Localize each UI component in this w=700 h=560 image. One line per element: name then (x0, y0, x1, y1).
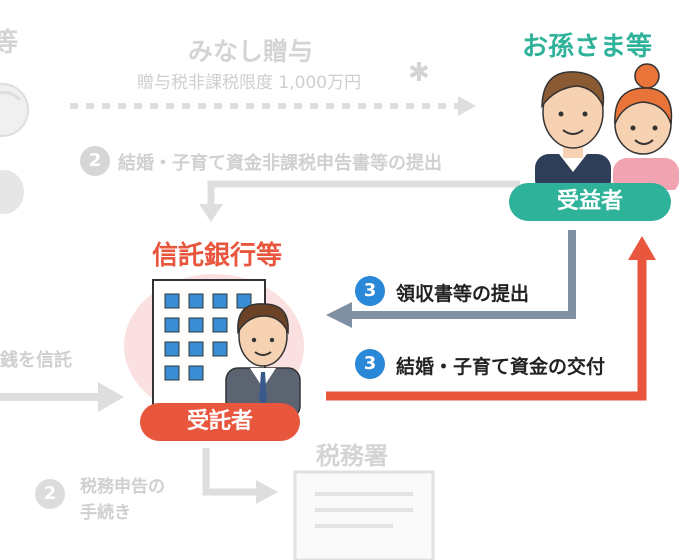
faded-trust-money-label: 銭を信託 (0, 350, 72, 371)
receipt-step-badge: 3 (355, 276, 385, 306)
beneficiary-title: お孫さま等 (522, 32, 653, 62)
trustee-pill: 受託者 (140, 403, 300, 441)
beneficiary-pill: 受益者 (509, 183, 671, 221)
trust-bank-illustration (124, 274, 304, 419)
receipt-arrow (326, 230, 576, 328)
faded-step2b-line1: 税務申告の (80, 477, 165, 497)
trustee-title: 信託銀行等 (152, 241, 283, 271)
payment-step-badge: 3 (355, 349, 385, 379)
faded-step2-badge: 2 (80, 146, 110, 176)
faded-step2-label: 結婚・子育て資金非課税申告書等の提出 (118, 153, 442, 174)
faded-elbow-arrow (199, 180, 520, 222)
receipt-step-label: 領収書等の提出 (396, 283, 530, 305)
minashi-title: みなし贈与 (188, 37, 314, 66)
faded-trust-arrow (0, 382, 124, 412)
faded-dashed-arrow (70, 96, 476, 116)
faded-step2b-badge: 2 (35, 479, 65, 509)
grandchildren-illustration (535, 63, 679, 190)
faded-tax-office-icon (293, 470, 435, 560)
payment-step-label: 結婚・子育て資金の交付 (396, 356, 606, 378)
payment-arrow (326, 236, 656, 401)
faded-tax-office-title: 税務署 (316, 442, 388, 470)
faded-taxoffice-arrow (202, 448, 278, 504)
faded-grandparent-figure (0, 83, 29, 214)
tax-limit-label: 贈与税非課税限度 1,000万円 (137, 73, 362, 93)
asterisk-mark: ✱ (408, 58, 430, 88)
faded-step2b-line2: 手続き (80, 503, 131, 523)
left-edge-label: 等 (0, 28, 19, 58)
